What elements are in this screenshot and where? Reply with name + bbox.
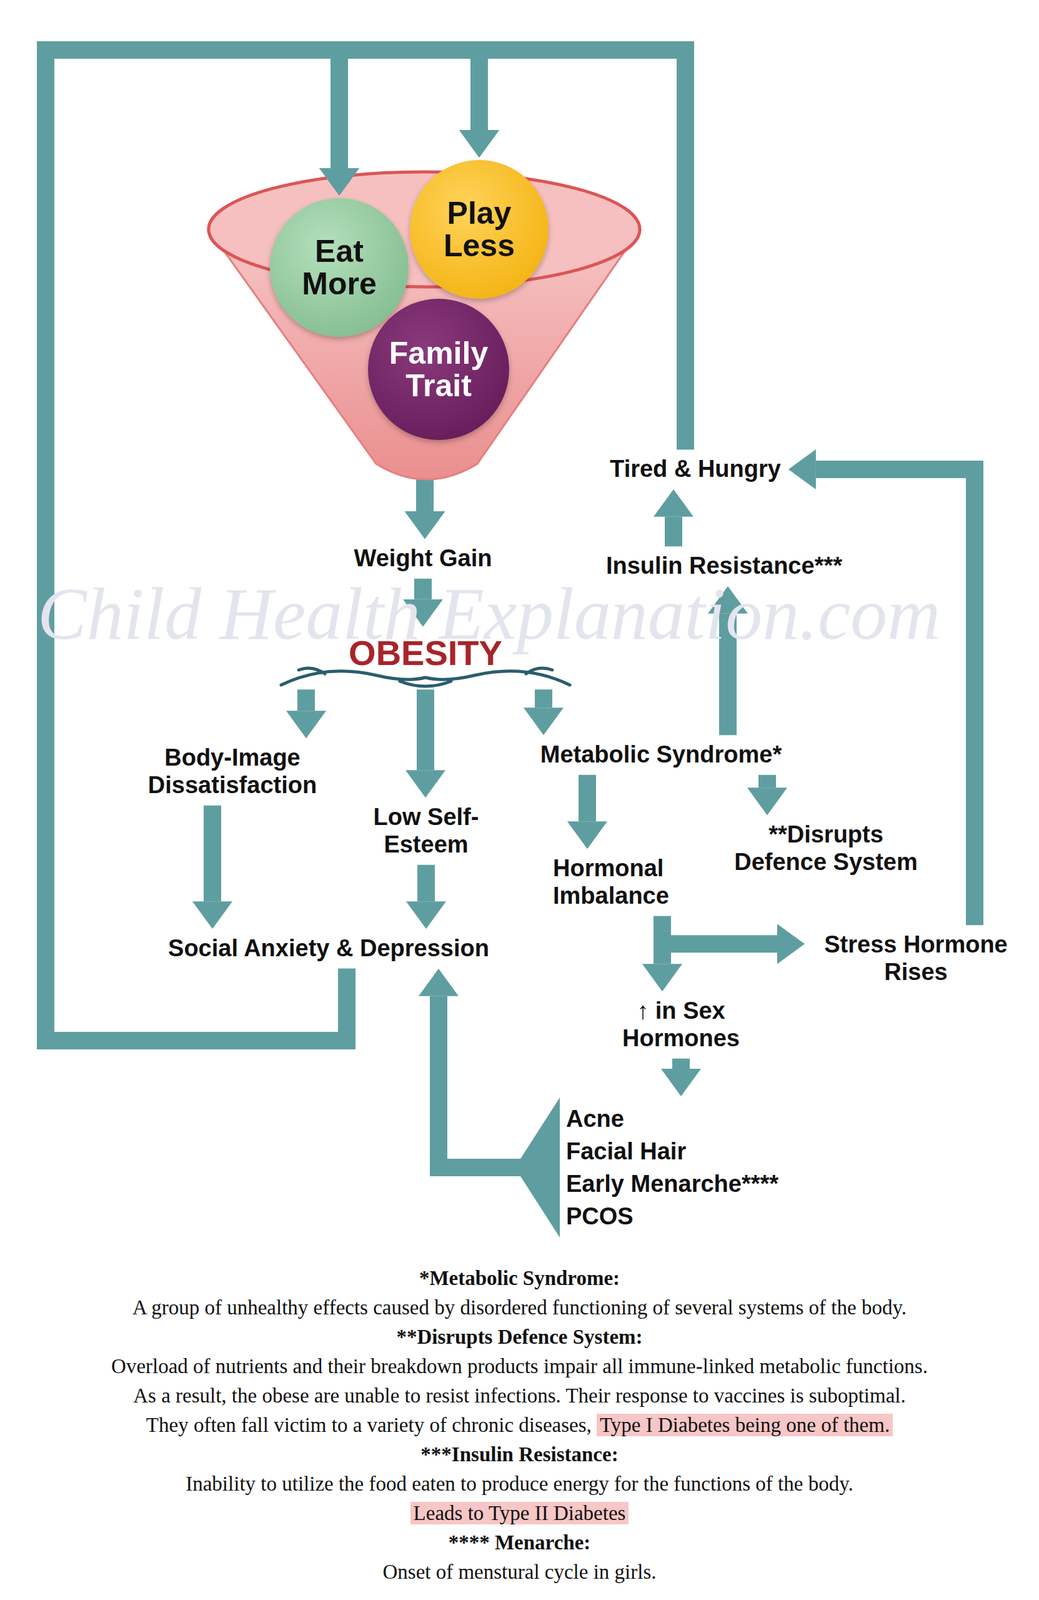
flow-arrow bbox=[662, 915, 778, 945]
text-node: Insulin Resistance*** bbox=[603, 549, 845, 583]
node-label: Hormonal Imbalance bbox=[552, 854, 698, 910]
circle-node: Family Trait bbox=[367, 298, 510, 440]
flow-arrow bbox=[417, 864, 435, 901]
text-node: Hormonal Imbalance bbox=[550, 852, 701, 912]
note-text: A group of unhealthy effects caused by d… bbox=[132, 1295, 907, 1319]
node-label: Low Self-Esteem bbox=[341, 803, 512, 858]
note-line: Inability to utilize the food eaten to p… bbox=[0, 1468, 1039, 1499]
note-text: Onset of menstural cycle in girls. bbox=[382, 1560, 657, 1583]
note-line: Leads to Type II Diabetes bbox=[0, 1498, 1039, 1528]
flow-arrow bbox=[203, 805, 222, 901]
note-text: As a result, the obese are unable to res… bbox=[133, 1383, 906, 1407]
text-node: **Disrupts Defence System bbox=[716, 818, 936, 878]
node-label: Eat More bbox=[286, 234, 393, 301]
flow-arrow bbox=[672, 1058, 690, 1069]
text-node: Social Anxiety & Depression bbox=[165, 932, 492, 965]
flow-arrow bbox=[416, 689, 435, 770]
flow-arrow bbox=[578, 774, 597, 821]
note-line: As a result, the obese are unable to res… bbox=[0, 1380, 1039, 1411]
text-node: Tired & Hungry bbox=[607, 452, 784, 486]
node-label: Insulin Resistance*** bbox=[606, 552, 843, 580]
note-line: *Metabolic Syndrome: bbox=[0, 1263, 1039, 1293]
node-label: ↑ in Sex Hormones bbox=[611, 997, 751, 1052]
text-node: Weight Gain bbox=[351, 542, 495, 575]
node-label: Facial Hair bbox=[566, 1134, 779, 1168]
note-line: They often fall victim to a variety of c… bbox=[0, 1410, 1039, 1440]
note-heading: **** Menarche: bbox=[448, 1530, 592, 1554]
note-line: Overload of nutrients and their breakdow… bbox=[0, 1351, 1039, 1381]
note-heading: *Metabolic Syndrome: bbox=[419, 1266, 620, 1289]
note-line: **** Menarche: bbox=[0, 1527, 1039, 1557]
note-line: Onset of menstural cycle in girls. bbox=[0, 1556, 1039, 1587]
node-label: Acne bbox=[566, 1102, 779, 1135]
node-label: Weight Gain bbox=[354, 544, 493, 573]
note-heading: ***Insulin Resistance: bbox=[420, 1442, 618, 1466]
node-label: Body-Image Dissatisfaction bbox=[128, 744, 337, 799]
circle-node: Eat More bbox=[269, 198, 409, 337]
flow-arrow bbox=[758, 774, 776, 788]
node-label: Family Trait bbox=[385, 336, 492, 403]
flow-arrow bbox=[664, 516, 683, 547]
note-line: **Disrupts Defence System: bbox=[0, 1322, 1039, 1352]
text-node: AcneFacial HairEarly Menarche****PCOS bbox=[563, 1099, 781, 1235]
bracket bbox=[514, 1097, 560, 1238]
node-label: Social Anxiety & Depression bbox=[168, 934, 490, 963]
flow-arrow bbox=[297, 689, 315, 711]
text-node: ↑ in Sex Hormones bbox=[609, 994, 753, 1054]
node-label: Tired & Hungry bbox=[609, 455, 781, 483]
note-text: Overload of nutrients and their breakdow… bbox=[111, 1354, 928, 1378]
note-text: Leads to Type II Diabetes bbox=[410, 1501, 630, 1524]
node-label: PCOS bbox=[566, 1199, 779, 1233]
text-node: Body-Image Dissatisfaction bbox=[126, 741, 339, 801]
text-node: Metabolic Syndrome* bbox=[537, 738, 785, 771]
circle-node: Play Less bbox=[409, 159, 549, 299]
flow-arrow bbox=[534, 689, 553, 708]
text-node: Stress Hormone Rises bbox=[809, 928, 1023, 988]
flow-arrow bbox=[653, 915, 672, 965]
note-text: Inability to utilize the food eaten to p… bbox=[185, 1471, 854, 1495]
node-label: Metabolic Syndrome* bbox=[540, 740, 782, 769]
text-node: Low Self-Esteem bbox=[338, 800, 514, 861]
note-heading: **Disrupts Defence System: bbox=[396, 1325, 643, 1348]
note-text: Type I Diabetes being one of them. bbox=[596, 1413, 893, 1436]
node-label: Early Menarche**** bbox=[566, 1167, 779, 1200]
text-node: OBESITY bbox=[346, 630, 505, 676]
note-text: They often fall victim to a variety of c… bbox=[146, 1413, 592, 1436]
node-label: Play Less bbox=[426, 196, 533, 263]
note-line: A group of unhealthy effects caused by d… bbox=[0, 1292, 1039, 1323]
note-line: ***Insulin Resistance: bbox=[0, 1439, 1039, 1469]
node-label: **Disrupts Defence System bbox=[719, 820, 933, 876]
node-label: Stress Hormone Rises bbox=[812, 930, 1020, 986]
flow-arrow bbox=[45, 49, 347, 1041]
node-label: OBESITY bbox=[348, 632, 503, 673]
